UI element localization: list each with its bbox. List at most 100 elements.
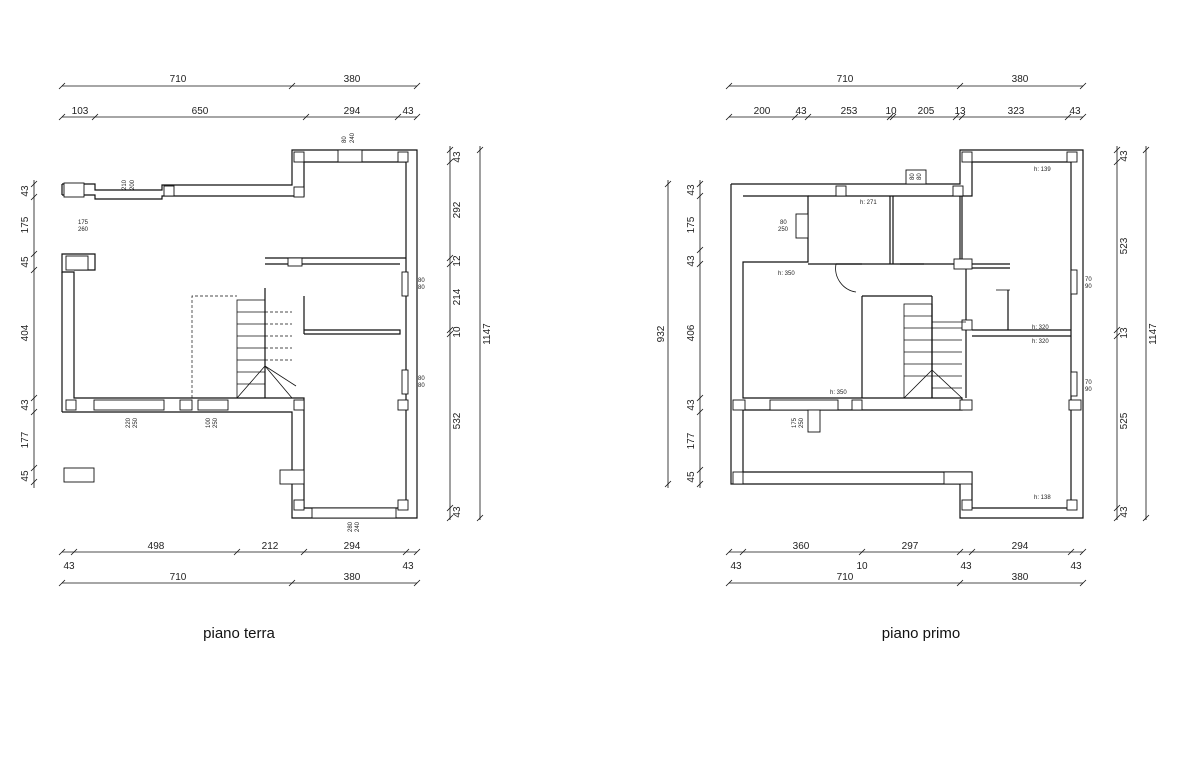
dim-label: 45 — [20, 470, 31, 482]
opening-label: 90 — [1085, 387, 1092, 393]
dim-label: 177 — [20, 431, 31, 448]
ground-walls — [61, 149, 418, 519]
dim-label: 103 — [72, 106, 89, 117]
opening-label: 250 — [799, 417, 805, 428]
opening-label: 70 — [1085, 380, 1092, 386]
dim-label: 43 — [1069, 106, 1081, 117]
opening-label: 240 — [350, 132, 356, 143]
opening-label: 260 — [78, 227, 89, 233]
dim-label: 175 — [686, 216, 697, 233]
opening-label: 240 — [355, 521, 361, 532]
opening-label: 175 — [78, 220, 89, 226]
dim-label: 294 — [1012, 541, 1029, 552]
dim-label: 523 — [1119, 237, 1130, 254]
dim-label: 175 — [20, 216, 31, 233]
opening-label: 250 — [213, 417, 219, 428]
opening-label: 200 — [130, 179, 136, 190]
dim-label: 525 — [1119, 412, 1130, 429]
dim-label: 43 — [452, 506, 463, 518]
dim-label: 710 — [837, 572, 854, 583]
opening-label: 280 — [348, 521, 354, 532]
ground-bottom-dimensions: 498 212 294 43 43 710 380 — [58, 541, 421, 587]
dim-label: 380 — [344, 74, 361, 85]
dim-label: 10 — [885, 106, 897, 117]
dim-label: 212 — [262, 541, 279, 552]
dim-label: 710 — [170, 74, 187, 85]
dim-label: 43 — [402, 106, 414, 117]
dim-label: 532 — [452, 412, 463, 429]
opening-label: 80 — [917, 173, 923, 180]
opening-label: 80 — [910, 173, 916, 180]
dim-label: 43 — [1070, 561, 1082, 572]
ground-opening-labels: 80 240 210 200 175 260 80 80 80 80 220 2… — [78, 132, 425, 532]
dim-label: 360 — [793, 541, 810, 552]
dim-label: 323 — [1008, 106, 1025, 117]
opening-label: 250 — [778, 227, 789, 233]
dim-label: 10 — [452, 326, 463, 338]
first-opening-labels: 80 80 80 250 175 250 70 90 70 90 h: 139 … — [778, 167, 1092, 501]
dim-label: 294 — [344, 106, 361, 117]
dim-label: 380 — [1012, 74, 1029, 85]
ground-floor-title: piano terra — [203, 625, 275, 642]
dim-label: 43 — [960, 561, 972, 572]
opening-label: 80 — [418, 383, 425, 389]
dim-label: 294 — [344, 541, 361, 552]
dim-label: 45 — [20, 256, 31, 268]
dim-label: 43 — [452, 151, 463, 163]
dim-label: 205 — [918, 106, 935, 117]
ground-left-dimensions: 43 175 45 404 43 177 45 — [20, 180, 38, 488]
dim-label: 1147 — [1148, 323, 1159, 345]
dim-label: 380 — [344, 572, 361, 583]
dim-label: 43 — [1119, 506, 1130, 518]
dim-label: 932 — [656, 325, 667, 342]
height-label: h: 350 — [830, 390, 847, 396]
opening-label: 250 — [133, 417, 139, 428]
opening-label: 70 — [1085, 277, 1092, 283]
dim-label: 43 — [20, 399, 31, 411]
ground-floor-plan: 710 380 103 650 294 43 — [20, 74, 493, 642]
dim-label: 177 — [686, 432, 697, 449]
first-floor-title: piano primo — [882, 625, 960, 642]
dim-label: 12 — [452, 255, 463, 267]
first-bottom-dimensions: 360 297 294 43 10 43 43 710 380 — [725, 541, 1087, 587]
dim-label: 13 — [954, 106, 966, 117]
dim-label: 43 — [686, 184, 697, 196]
ground-stair-treads — [236, 288, 297, 399]
first-floor-plan: 710 380 200 43 253 10 205 13 323 43 — [656, 74, 1159, 642]
dim-label: 200 — [754, 106, 771, 117]
dim-label: 406 — [686, 324, 697, 341]
dim-label: 43 — [795, 106, 807, 117]
dim-label: 404 — [20, 324, 31, 341]
opening-label: 210 — [122, 179, 128, 190]
dim-label: 710 — [170, 572, 187, 583]
dim-label: 297 — [902, 541, 919, 552]
opening-label: 80 — [342, 136, 348, 143]
height-label: h: 271 — [860, 200, 877, 206]
dim-label: 43 — [63, 561, 75, 572]
dim-label: 43 — [730, 561, 742, 572]
first-walls — [730, 149, 1084, 519]
opening-label: 100 — [206, 417, 212, 428]
dim-label: 43 — [20, 185, 31, 197]
opening-label: 90 — [1085, 284, 1092, 290]
dim-label: 650 — [192, 106, 209, 117]
first-top-dimensions: 710 380 200 43 253 10 205 13 323 43 — [725, 74, 1087, 121]
ground-right-dimensions: 43 292 12 214 10 532 43 1147 — [446, 146, 493, 522]
dim-label: 214 — [452, 288, 463, 305]
opening-label: 80 — [418, 376, 425, 382]
dim-label: 13 — [1119, 327, 1130, 339]
first-right-dimensions: 43 523 13 525 43 1147 — [1113, 146, 1159, 522]
dim-label: 43 — [1119, 150, 1130, 162]
first-left-dimensions: 932 43 175 43 406 43 177 45 — [656, 180, 704, 488]
height-label: h: 138 — [1034, 495, 1051, 501]
height-label: h: 139 — [1034, 167, 1051, 173]
dim-label: 43 — [402, 561, 414, 572]
height-label: h: 320 — [1032, 339, 1049, 345]
dim-label: 1147 — [482, 323, 493, 345]
dim-label: 10 — [856, 561, 868, 572]
dim-label: 710 — [837, 74, 854, 85]
dim-label: 292 — [452, 201, 463, 218]
first-stair-treads — [903, 304, 963, 399]
dim-label: 498 — [148, 541, 165, 552]
